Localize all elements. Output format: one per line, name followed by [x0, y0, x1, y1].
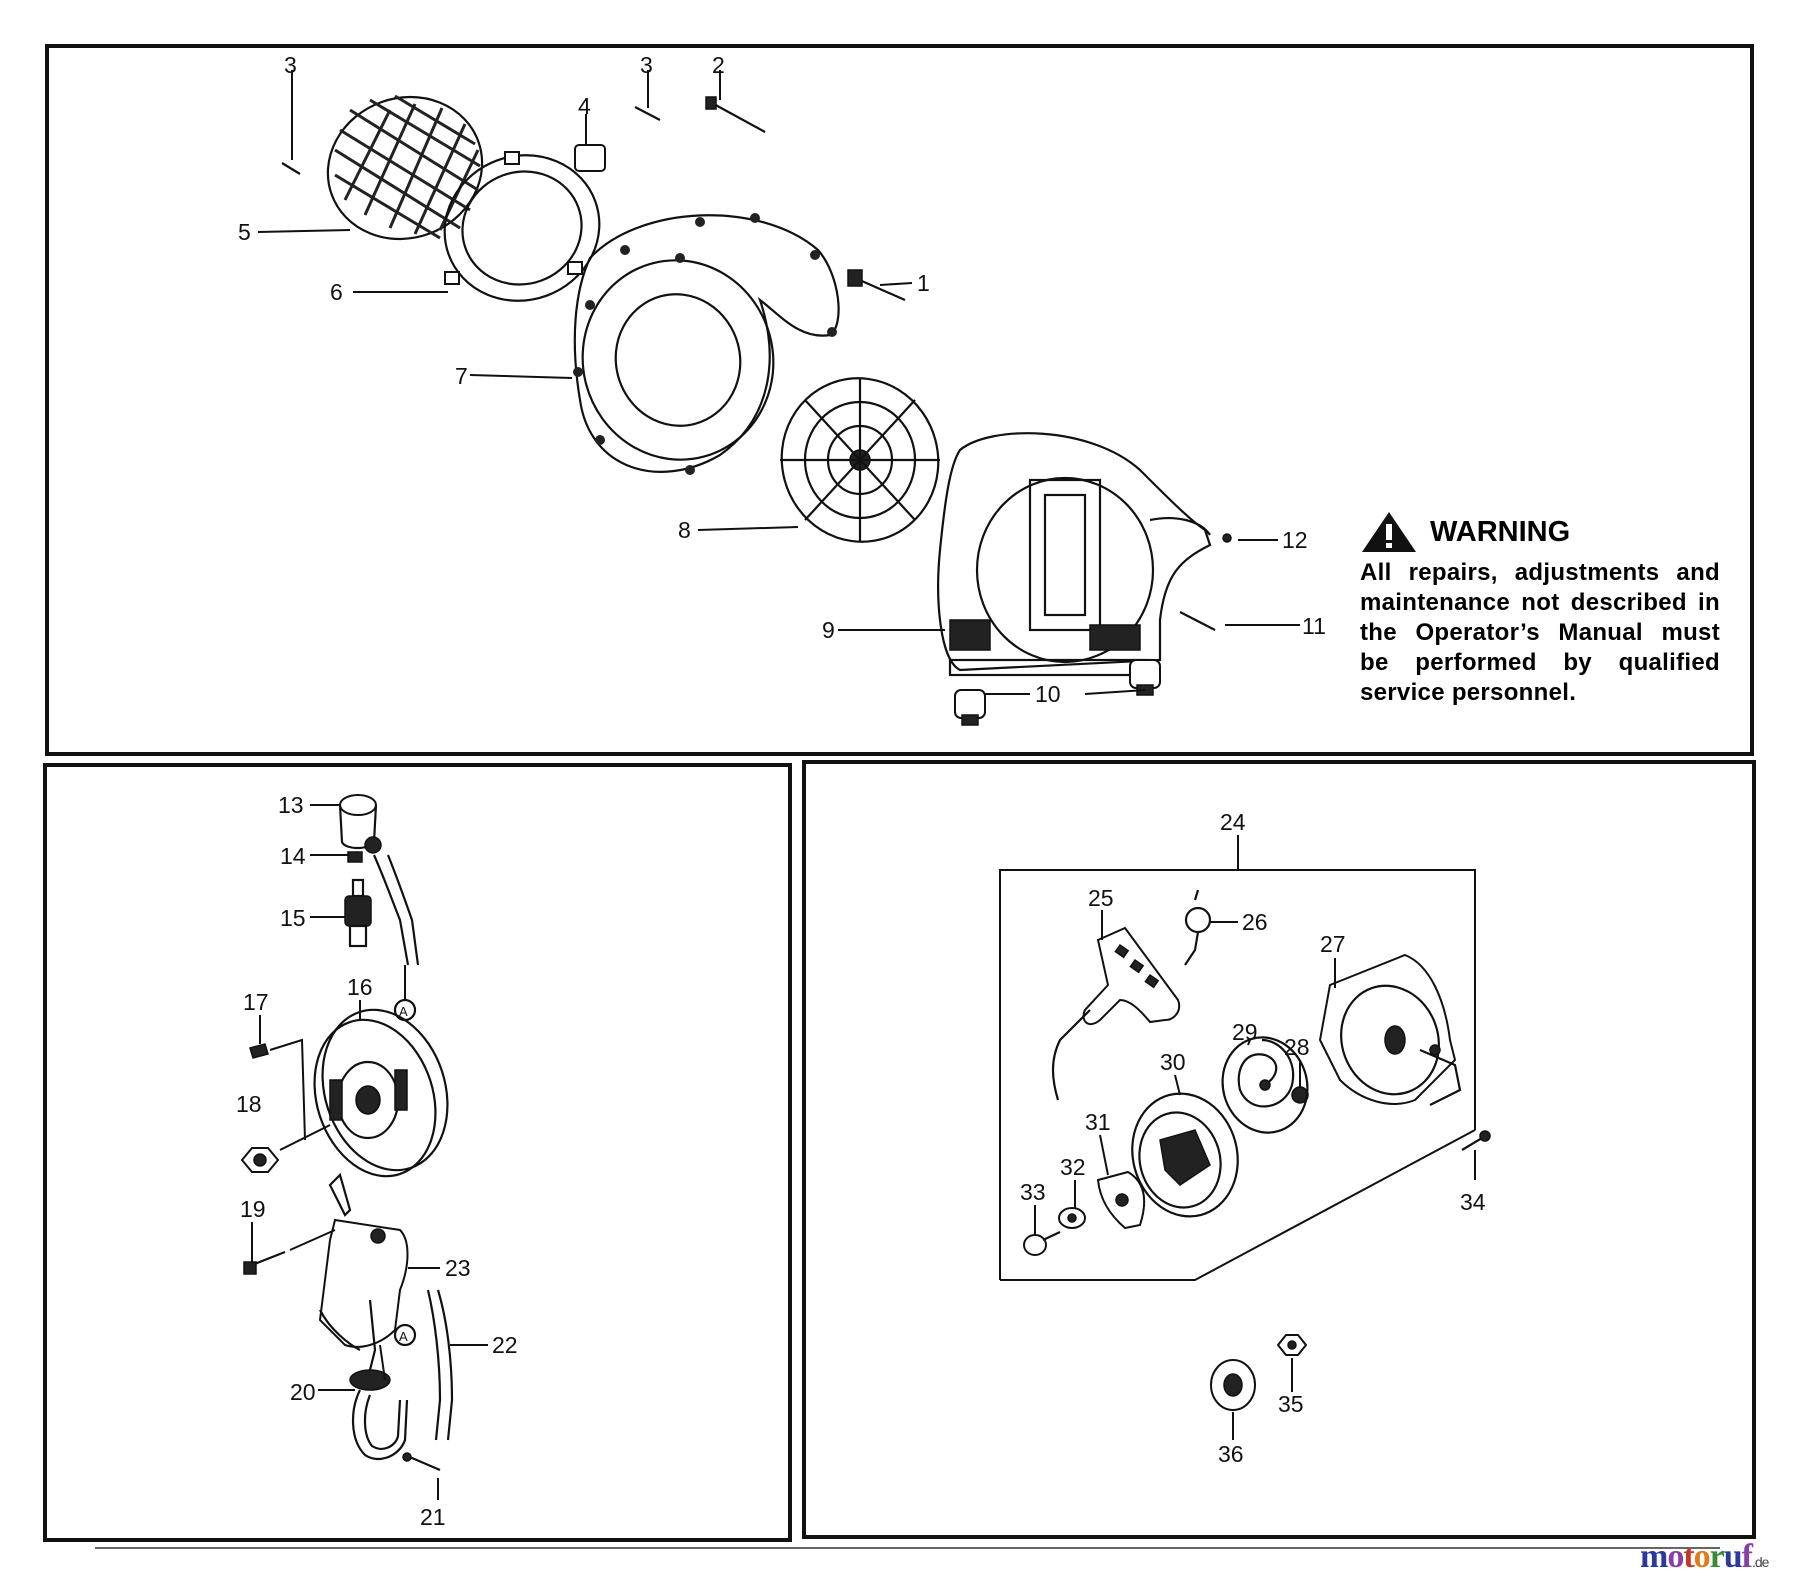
watermark-letter: u [1723, 1538, 1743, 1575]
watermark-letter: o [1693, 1538, 1711, 1575]
callout-15: 15 [280, 905, 306, 931]
callout-29: 29 [1232, 1019, 1258, 1045]
part-spark-plug [344, 878, 372, 948]
part-washer-32 [1058, 1207, 1086, 1229]
connector-mark-a: A [393, 1323, 417, 1347]
part-recoil-spring [1221, 1036, 1309, 1134]
part-flywheel [313, 1008, 449, 1178]
watermark-letter: t [1683, 1538, 1694, 1575]
part-intake-grill [326, 94, 484, 241]
part-scroll-housing [937, 432, 1212, 677]
callout-5: 5 [238, 219, 251, 245]
connector-mark-a: A [393, 965, 417, 1022]
callout-9: 9 [822, 617, 835, 643]
part-screws-top [281, 96, 1232, 631]
callout-35: 35 [1278, 1391, 1304, 1417]
part-fan-housing-cover [573, 213, 840, 475]
callout-20: 20 [290, 1379, 316, 1405]
warning-heading: WARNING [1360, 510, 1720, 554]
callout-16: 16 [347, 974, 373, 1000]
svg-text:A: A [399, 1004, 408, 1019]
callout-23: 23 [445, 1255, 471, 1281]
callout-30: 30 [1160, 1049, 1186, 1075]
part-fan-impeller [780, 377, 940, 543]
watermark-letter: o [1667, 1538, 1684, 1575]
part-bolt-34 [1461, 1130, 1491, 1151]
callout-18: 18 [236, 1091, 262, 1117]
part-screw-19 [243, 1250, 286, 1275]
part-fuel-filter [349, 1369, 409, 1461]
warning-title: WARNING [1430, 515, 1571, 548]
part-hub-36 [1210, 1359, 1256, 1411]
callout-31: 31 [1085, 1109, 1111, 1135]
leaders-right [1034, 910, 1476, 1440]
callout-22: 22 [492, 1332, 518, 1358]
warning-text: All repairs, adjustments and maintenance… [1360, 559, 1720, 706]
callout-2: 2 [712, 52, 725, 78]
callout-32: 32 [1060, 1154, 1086, 1180]
callout-1: 1 [917, 270, 930, 296]
watermark-letter: f [1741, 1538, 1753, 1575]
part-starter-handle [1051, 926, 1181, 1101]
warning-notice: WARNING All repairs, adjustments and mai… [1360, 510, 1720, 708]
callout-4: 4 [578, 93, 591, 119]
callout-12: 12 [1282, 527, 1308, 553]
part-screw-33 [1023, 1231, 1061, 1256]
callout-21: 21 [420, 1504, 446, 1530]
callout-26: 26 [1242, 909, 1268, 935]
part-fuel-line [426, 1289, 454, 1441]
callout-36: 36 [1218, 1441, 1244, 1467]
part-spark-plug-cap [338, 794, 420, 966]
part-key [249, 1043, 269, 1059]
callout-25: 25 [1088, 885, 1114, 911]
callout-8: 8 [678, 517, 691, 543]
callout-11: 11 [1302, 613, 1326, 639]
svg-text:A: A [399, 1329, 408, 1344]
part-spring-clip [347, 851, 363, 863]
panel-blower-housing [45, 44, 1754, 756]
part-flywheel-nut [240, 1147, 280, 1173]
site-watermark: motoruf.de [1640, 1538, 1769, 1576]
panel-starter [802, 760, 1756, 1539]
part-starter-case [1318, 953, 1462, 1106]
part-ratchet [1096, 1170, 1146, 1230]
watermark-name: motoruf [1640, 1538, 1753, 1575]
callout-24: 24 [1220, 809, 1246, 835]
callout-3: 3 [284, 52, 297, 78]
panel-ignition-fuel [43, 763, 792, 1542]
callout-14: 14 [280, 843, 306, 869]
callout-27: 27 [1320, 931, 1346, 957]
part-rope-guide [1184, 889, 1212, 966]
part-ring-cover [443, 151, 601, 302]
warning-triangle-icon [1362, 512, 1416, 552]
callout-6: 6 [330, 279, 343, 305]
part-ignition-module [318, 1172, 409, 1371]
leaders-top [257, 70, 1300, 695]
starter-assembly-bracket [999, 835, 1476, 1281]
callout-10: 10 [1035, 681, 1061, 707]
callout-13: 13 [278, 792, 304, 818]
part-fuel-fitting [402, 1452, 441, 1472]
callout-19: 19 [240, 1196, 266, 1222]
callout-17: 17 [243, 989, 269, 1015]
callout-33: 33 [1020, 1179, 1046, 1205]
callout-3: 3 [640, 52, 653, 78]
callout-28: 28 [1284, 1034, 1310, 1060]
watermark-tld: .de [1752, 1554, 1769, 1570]
part-pulley [1131, 1092, 1239, 1218]
callout-7: 7 [455, 363, 468, 389]
part-nut-35 [1276, 1334, 1308, 1356]
watermark-letter: r [1709, 1538, 1725, 1575]
watermark-letter: m [1640, 1538, 1668, 1575]
callout-34: 34 [1460, 1189, 1486, 1215]
leaders-left [251, 804, 488, 1500]
